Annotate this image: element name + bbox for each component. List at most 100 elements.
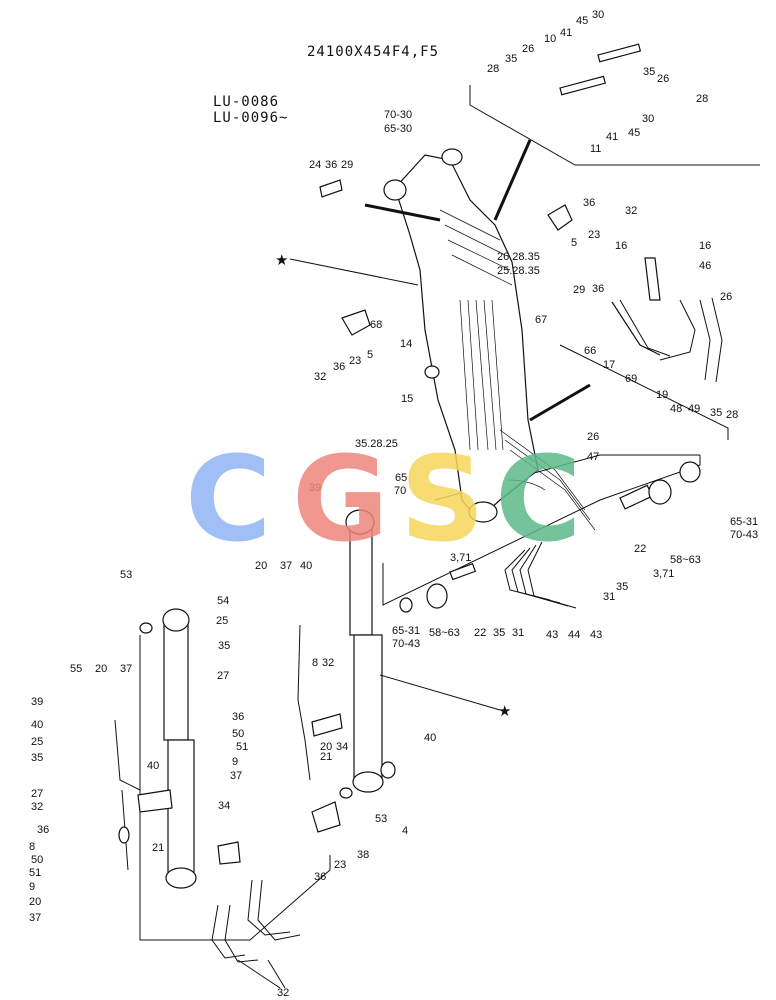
part-callout: 49 <box>688 403 700 415</box>
part-callout: 31 <box>512 627 524 639</box>
part-callout: 32 <box>314 371 326 383</box>
part-callout: 25 <box>31 736 43 748</box>
part-callout: 43 <box>546 629 558 641</box>
part-callout: 69 <box>625 373 637 385</box>
star-marker: ★ <box>275 252 288 269</box>
part-callout: 20 <box>95 663 107 675</box>
part-callout: 55 <box>70 663 82 675</box>
part-callout: 25.28.35 <box>497 265 540 277</box>
part-callout: 34 <box>218 800 230 812</box>
part-callout: 46 <box>699 260 711 272</box>
part-callout: 70-43 <box>392 638 420 650</box>
part-callout: 51 <box>236 741 248 753</box>
part-callout: 32 <box>322 657 334 669</box>
part-callout: 65-31 <box>392 625 420 637</box>
part-callout: 26 <box>522 43 534 55</box>
part-callout: 35 <box>218 640 230 652</box>
part-callout: 22 <box>474 627 486 639</box>
part-callout: 32 <box>625 205 637 217</box>
part-callout: 70-43 <box>730 529 758 541</box>
part-callout: 36 <box>37 824 49 836</box>
part-callout: 65-31 <box>730 516 758 528</box>
part-callout: 41 <box>606 131 618 143</box>
part-callout: 54 <box>217 595 229 607</box>
part-callout: 36 <box>232 711 244 723</box>
part-callout: 29 <box>341 159 353 171</box>
part-callout: 45 <box>628 127 640 139</box>
part-callout: 67 <box>535 314 547 326</box>
part-callout: 21 <box>320 751 332 763</box>
part-callout: 23 <box>334 859 346 871</box>
model-code: 24100X454F4,F5 <box>307 44 440 60</box>
part-callout: 22 <box>634 543 646 555</box>
part-callout: 16 <box>615 240 627 252</box>
part-callout: 11 <box>590 143 601 155</box>
part-callout: 50 <box>232 728 244 740</box>
part-callout: 10 <box>544 33 556 45</box>
part-callout: 23 <box>588 229 600 241</box>
part-callout: 35 <box>643 66 655 78</box>
part-callout: 23 <box>349 355 361 367</box>
part-callout: 53 <box>120 569 132 581</box>
part-callout: 30 <box>642 113 654 125</box>
part-callout: 36 <box>333 361 345 373</box>
part-callout: 58~63 <box>429 627 460 639</box>
part-callout: 65-30 <box>384 123 412 135</box>
part-callout: 70-30 <box>384 109 412 121</box>
part-callout: 25 <box>216 615 228 627</box>
part-callout: 27 <box>217 670 229 682</box>
part-callout: 28 <box>696 93 708 105</box>
part-callout: 9 <box>29 881 35 893</box>
part-callout: 26 <box>657 73 669 85</box>
part-callout: 20 <box>320 741 332 753</box>
part-callout: 66 <box>584 345 596 357</box>
part-callout: 68 <box>370 319 382 331</box>
part-callout: 36 <box>592 283 604 295</box>
part-callout: 5 <box>367 349 373 361</box>
part-callout: 45 <box>576 15 588 27</box>
part-callout: 26.28.35 <box>497 251 540 263</box>
watermark-letter: C <box>185 430 272 568</box>
serial-range-end: LU-0096~ <box>213 110 289 126</box>
part-callout: 70 <box>394 485 406 497</box>
part-callout: 26 <box>587 431 599 443</box>
part-callout: 35 <box>493 627 505 639</box>
part-callout: 37 <box>230 770 242 782</box>
part-callout: 26 <box>720 291 732 303</box>
part-callout: 58~63 <box>670 554 701 566</box>
part-callout: 40 <box>147 760 159 772</box>
part-callout: 44 <box>568 629 580 641</box>
part-callout: 35 <box>505 53 517 65</box>
boom-arm <box>383 148 596 531</box>
part-callout: 35 <box>31 752 43 764</box>
part-callout: 17 <box>603 359 615 371</box>
part-callout: 35 <box>616 581 628 593</box>
part-callout: 14 <box>400 338 412 350</box>
part-callout: 50 <box>31 854 43 866</box>
hardware-parts <box>319 43 723 613</box>
part-callout: 40 <box>424 732 436 744</box>
part-callout: 27 <box>31 788 43 800</box>
part-callout: 5 <box>571 237 577 249</box>
part-callout: 31 <box>603 591 615 603</box>
part-callout: 32 <box>277 987 289 999</box>
part-callout: 39 <box>309 482 321 494</box>
cylinder-right <box>217 509 396 865</box>
part-callout: 34 <box>336 741 348 753</box>
bottom-hoses <box>211 879 301 989</box>
part-callout: 37 <box>120 663 132 675</box>
part-callout: 51 <box>29 867 41 879</box>
part-callout: 36 <box>325 159 337 171</box>
part-callout: 24 <box>309 159 321 171</box>
part-callout: 4 <box>402 825 408 837</box>
part-callout: 3,71 <box>653 568 674 580</box>
part-callout: 32 <box>31 801 43 813</box>
part-callout: 21 <box>152 842 164 854</box>
part-callout: 35.28.25 <box>355 438 398 450</box>
part-callout: 38 <box>357 849 369 861</box>
part-callout: 16 <box>699 240 711 252</box>
watermark-letter: S <box>400 430 485 568</box>
part-callout: 8 <box>29 841 35 853</box>
